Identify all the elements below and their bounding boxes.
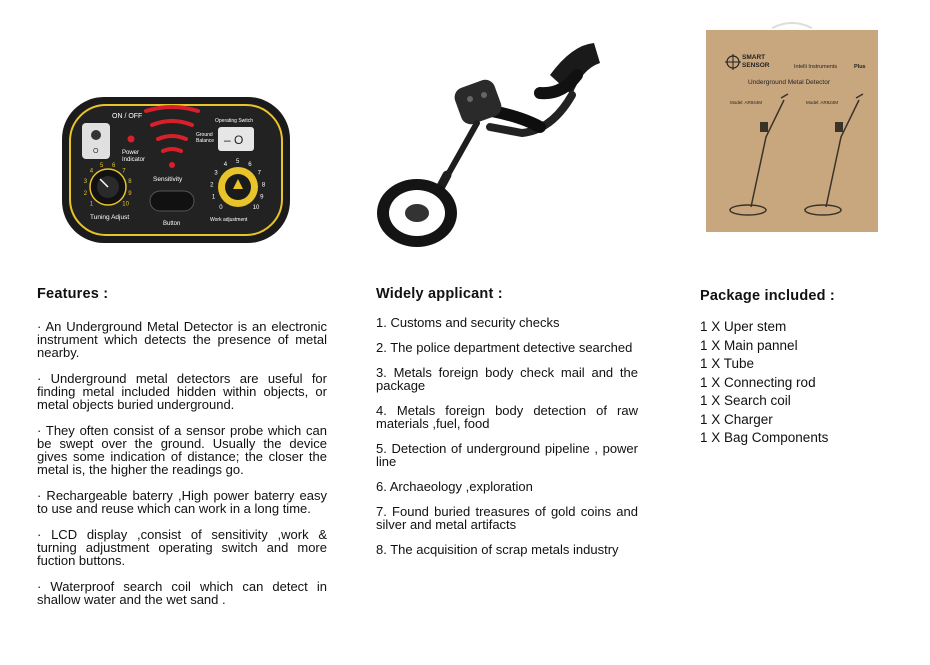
tuning-dial-numeral: 9 <box>128 191 132 197</box>
feature-item: · LCD display ,consist of sensitivity ,w… <box>37 527 327 568</box>
on-off-label: ON / OFF <box>112 113 142 120</box>
tuning-dial-numeral: 5 <box>100 163 104 169</box>
package-item: 1 X Main pannel <box>700 337 798 353</box>
tuning-dial-numeral: 3 <box>84 179 88 185</box>
work-adjustment-label: Work adjustment <box>210 217 248 223</box>
box-model-a: Model: AR944M <box>730 100 762 105</box>
application-item: 8. The acquisition of scrap metals indus… <box>376 542 619 557</box>
sensitivity-dial-numeral: 5 <box>236 159 240 165</box>
operating-switch[interactable] <box>218 127 254 151</box>
svg-text:Plus: Plus <box>854 64 866 70</box>
applications-heading: Widely applicant : <box>376 286 503 302</box>
tuning-dial-numeral: 4 <box>90 169 94 175</box>
button-label: Button <box>163 221 180 227</box>
package-item: 1 X Bag Components <box>700 430 829 445</box>
features-heading: Features : <box>37 286 109 302</box>
svg-text:– O: – O <box>224 133 243 147</box>
brand-logo: SMART SENSOR <box>725 54 770 70</box>
application-item: 3. Metals foreign body check mail and th… <box>376 365 638 393</box>
svg-text:Indicator: Indicator <box>122 157 145 163</box>
sensitivity-dial-numeral: 3 <box>214 171 218 177</box>
sensitivity-dial-numeral: 1 <box>212 195 216 201</box>
feature-item: · Underground metal detectors are useful… <box>37 371 327 412</box>
sensitivity-dial-numeral: 10 <box>253 205 260 211</box>
power-switch-icon[interactable] <box>91 130 101 140</box>
tuning-dial-numeral: 7 <box>122 169 126 175</box>
box-series-label: Intelli Instruments <box>794 64 837 70</box>
package-heading: Package included : <box>700 288 835 304</box>
package-section: Package included : 1 X Uper stem 1 X Mai… <box>700 288 900 448</box>
control-panel-image: ON / OFF O Power Indicator Operating Swi… <box>62 97 290 243</box>
application-item: 1. Customs and security checks <box>376 315 560 330</box>
tuning-dial-numeral: 10 <box>122 201 129 207</box>
sensitivity-dial-numeral: 9 <box>260 195 264 201</box>
application-item: 4. Metals foreign body detection of raw … <box>376 403 638 431</box>
tuning-adjust-label: Tuning Adjust <box>90 214 129 221</box>
applications-section: Widely applicant : 1. Customs and securi… <box>376 286 638 568</box>
feature-item: · Waterproof search coil which can detec… <box>37 579 327 607</box>
features-section: Features : · An Underground Metal Detect… <box>37 286 327 619</box>
box-product-label: Underground Metal Detector <box>748 79 831 86</box>
package-item: 1 X Connecting rod <box>700 374 816 390</box>
tuning-dial-numeral: 8 <box>128 179 132 185</box>
sensitivity-dial-numeral: 8 <box>262 182 266 188</box>
sensitivity-label: Sensitivity <box>153 176 183 183</box>
tuning-dial-numeral: 1 <box>90 201 94 207</box>
sensitivity-dial-numeral: 2 <box>210 182 214 188</box>
svg-text:SMART: SMART <box>742 54 765 61</box>
power-indicator-label: Power <box>122 150 139 156</box>
sensitivity-dial-numeral: 0 <box>219 205 223 211</box>
feature-item: · Rechargeable baterry ,High power bater… <box>37 488 327 516</box>
svg-text:Ground: Ground <box>196 132 213 138</box>
package-item: 1 X Tube <box>700 356 755 371</box>
tuning-dial-numeral: 6 <box>112 163 116 169</box>
power-indicator-icon <box>127 135 135 143</box>
application-item: 7. Found buried treasures of gold coins … <box>376 504 638 532</box>
package-item: 1 X Uper stem <box>700 319 787 334</box>
application-item: 6. Archaeology ,exploration <box>376 479 533 494</box>
feature-item: · They often consist of a sensor probe w… <box>37 423 327 477</box>
package-item: 1 X Search coil <box>700 393 791 408</box>
svg-text:SENSOR: SENSOR <box>742 62 770 69</box>
sensitivity-dial-numeral: 4 <box>224 162 228 168</box>
product-box-image: SMART SENSOR Intelli Instruments Plus Un… <box>706 22 878 232</box>
svg-text:O: O <box>93 148 99 155</box>
package-item: 1 X Charger <box>700 411 773 427</box>
sensitivity-dial-numeral: 7 <box>258 171 262 177</box>
application-item: 5. Detection of underground pipeline , p… <box>376 441 638 469</box>
metal-detector-image <box>377 43 600 247</box>
svg-text:Balance: Balance <box>196 138 214 144</box>
tuning-dial-numeral: 2 <box>84 191 88 197</box>
operating-switch-label: Operating Switch <box>215 118 253 124</box>
function-button[interactable] <box>149 190 195 212</box>
feature-item: · An Underground Metal Detector is an el… <box>37 319 327 360</box>
box-model-b: Model: AR924M <box>806 100 838 105</box>
sensitivity-dial-numeral: 6 <box>248 162 252 168</box>
application-item: 2. The police department detective searc… <box>376 340 633 355</box>
signal-led-icon <box>144 105 200 153</box>
